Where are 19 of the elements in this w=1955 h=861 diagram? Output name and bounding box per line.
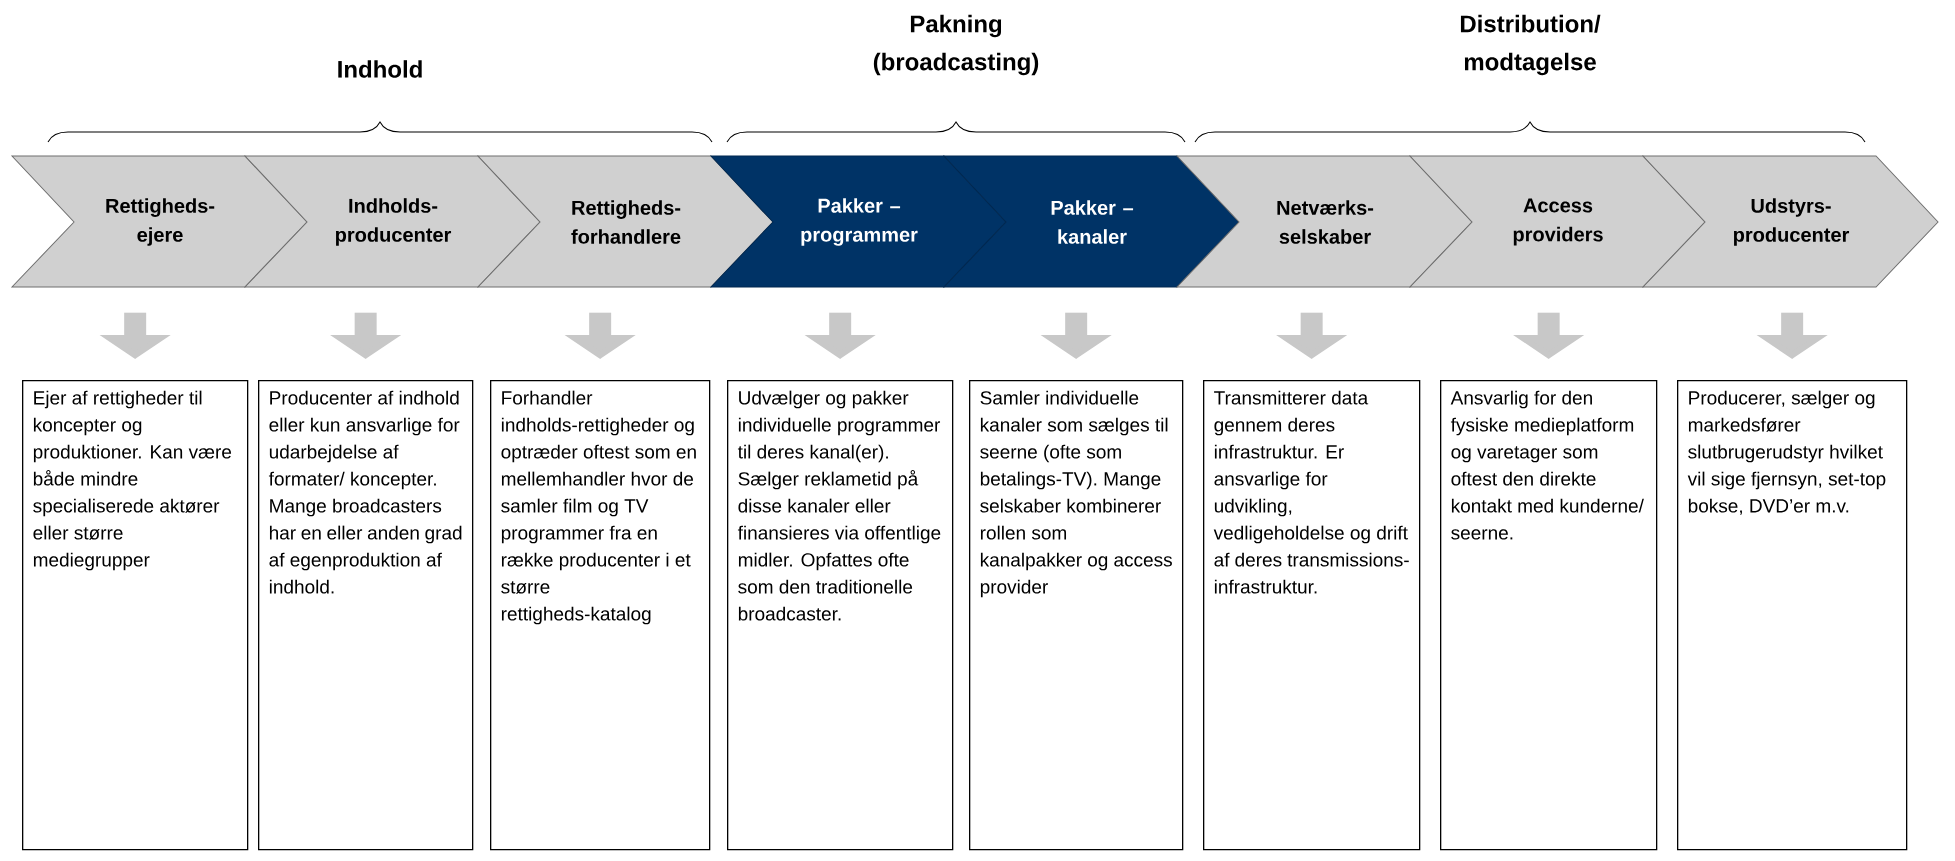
text-box: Ejer af rettigheder til koncepter og produktioner. Kan være både mindre specialiserede aktører eller større mediegrupper bbox=[22, 380, 249, 851]
text-box: Producenter af indhold eller kun ansvarlige for udarbejdelse af formater/ koncepter. Mange broadcasters har en eller anden grad af egenproduktion af indhold. bbox=[258, 380, 474, 851]
text-box: Samler individuelle kanaler som sælges til seerne (ofte som betalings-TV). Mange selskaber kombinerer rollen som kanalpakker og access provider bbox=[969, 380, 1184, 851]
process-step: Indholds-producenter bbox=[244, 155, 541, 288]
process-step: Rettigheds-ejere bbox=[11, 155, 308, 288]
section-heading: Indhold bbox=[338, 60, 422, 78]
text-box: Producerer, sælger og markedsfører slutbrugerudstyr hvilket vil sige fjernsyn, set-top bokse, DVD’er m.v. bbox=[1677, 380, 1908, 851]
process-step: Udstyrs-producenter bbox=[1642, 155, 1939, 288]
section-heading: Pakning (broadcasting) bbox=[873, 14, 1039, 76]
process-step: Netværks-selskaber bbox=[1176, 155, 1473, 288]
text-box: Udvælger og pakker individuelle programmer til deres kanal(er). Sælger reklametid på disse kanaler eller finansieres via offentlige midler. Opfattes ofte som den traditionelle broadcaster. bbox=[727, 380, 954, 851]
text-box: Forhandler indholds-rettigheder og optræder oftest som en mellemhandler hvor de samler film og TV programmer fra en række producenter i et større rettigheds-katalog bbox=[490, 380, 711, 851]
text-box: Ansvarlig for den fysiske medieplatform og varetager som oftest den direkte kontakt med kunderne/ seerne. bbox=[1440, 380, 1658, 851]
process-step: Rettigheds-forhandlere bbox=[477, 155, 774, 288]
section-heading: Distribution/ modtagelse bbox=[1460, 14, 1601, 76]
process-step: Pakker – programmer bbox=[710, 155, 1007, 288]
text-box: Transmitterer data gennem deres infrastruktur. Er ansvarlige for udvikling, vedligeholdelse og drift af deres transmissions-infrastruktur. bbox=[1203, 380, 1421, 851]
process-step: Access providers bbox=[1409, 155, 1706, 288]
process-step: Pakker – kanaler bbox=[943, 155, 1240, 288]
